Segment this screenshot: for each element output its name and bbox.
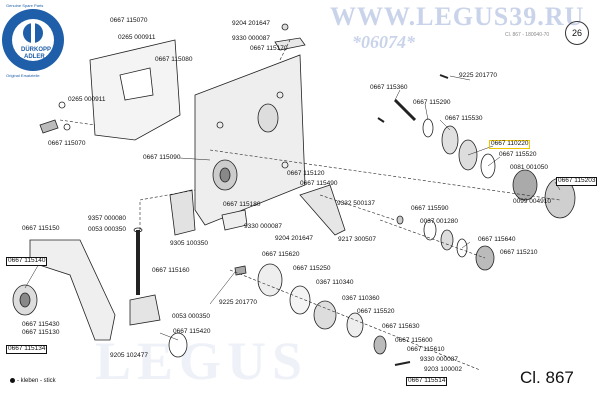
part-number-label: 0667 115430 [22,321,60,328]
logo-ring-top: Genuine Spare Parts [6,3,44,8]
part-number-label: 0667 115210 [500,249,538,256]
part-number-label: 9225 201770 [219,299,257,306]
part-number-label: 9205 102477 [110,352,148,359]
watermark-id: *06074* [352,32,415,52]
logo-brand-line2: ADLER [24,54,45,60]
part-number-label: 0667 115520 [357,308,395,315]
part-number-label: 9330 000087 [232,35,270,42]
page-number: 26 [565,21,589,45]
part-number-label: 0265 000911 [118,34,156,41]
part-number-label: 9330 000087 [420,356,458,363]
part-number-label: 0667 115080 [155,56,193,63]
part-number-label: 0667 115250 [293,265,331,272]
part-number-label: 0053 000350 [88,226,126,233]
part-number-label: 0667 115070 [110,17,148,24]
upper-gear [257,103,279,133]
part-number-label: 0037 001280 [420,218,458,225]
part-number-label: 0081 001050 [510,164,548,171]
duerkopp-adler-seal [2,9,64,71]
part-number-label: 9203 100002 [424,366,462,373]
part-number-label: 9330 000087 [244,223,282,230]
legend-text: - kleben - stick [17,378,56,385]
watermark-bottom: LEGUS [95,331,309,391]
part-number-label: 9217 300507 [338,236,376,243]
logo-brand-line1: DÜRKOPP [21,47,52,53]
disc-a [441,125,459,155]
shaft [393,98,417,122]
logo-ring-bottom: Original Ersatzteile [6,73,40,78]
part-number-label: 9225 201770 [459,72,497,79]
part-number-label: 0367 110340 [316,279,354,286]
part-number-label: 0667 115640 [478,236,516,243]
bracket [169,189,196,236]
part-number-label: 0053 000350 [172,313,210,320]
part-number-label: 0667 115203 [556,177,598,186]
part-number-label: 0667 115620 [262,251,300,258]
part-number-label: 0667 115070 [48,140,86,147]
document-code: Cl. 867 - 180040-70 [505,32,550,38]
part-number-label: 0667 115140 [6,257,48,266]
part-number-label: 0667 115590 [411,205,449,212]
part-number-label: 0667 115530 [445,115,483,122]
adhesive-dot-icon [10,378,15,383]
main-plate [194,54,306,226]
part-number-label: 0667 115514 [406,377,448,386]
class-label: Cl. 867 [520,368,574,387]
middle-lever [299,184,346,236]
adhesive-legend: - kleben - stick [10,378,56,384]
part-number-label: 0367 110360 [342,295,380,302]
part-number-label: 0265 000911 [68,96,106,103]
part-number-label: 0667 110220 [489,140,531,149]
part-number-label: 0667 115130 [22,329,60,336]
part-number-label: 0667 115630 [382,323,420,330]
part-number-label: 0667 115120 [287,170,325,177]
part-number-label: 0667 115090 [143,154,181,161]
part-number-label: 0667 115290 [413,99,451,106]
part-number-label: 0667 115180 [223,201,261,208]
part-number-label: 9332 500137 [337,200,375,207]
part-number-label: 0667 115610 [407,346,445,353]
part-number-label: 9305 100350 [170,240,208,247]
cam-disc [257,263,283,297]
part-number-label: 0667 115520 [499,151,537,158]
part-number-label: 0667 115420 [173,328,211,335]
part-number-label: 0667 115360 [370,84,408,91]
watermark-site: WWW.LEGUS39.RU [330,2,585,31]
part-number-label: 0099 004910 [513,198,551,205]
spring-gear [512,169,538,201]
part-number-label: 0667 115160 [152,267,190,274]
part-number-label: 9357 000080 [88,215,126,222]
part-number-label: 0667 115170 [250,45,288,52]
part-number-label: 0667 115490 [300,180,338,187]
small-lever [274,37,306,51]
part-number-label: 9204 201647 [232,20,270,27]
part-number-label: 0667 115134 [6,345,48,354]
part-number-label: 0667 115150 [22,225,60,232]
part-number-label: 9204 201647 [275,235,313,242]
part-number-label: 0667 115600 [395,337,433,344]
